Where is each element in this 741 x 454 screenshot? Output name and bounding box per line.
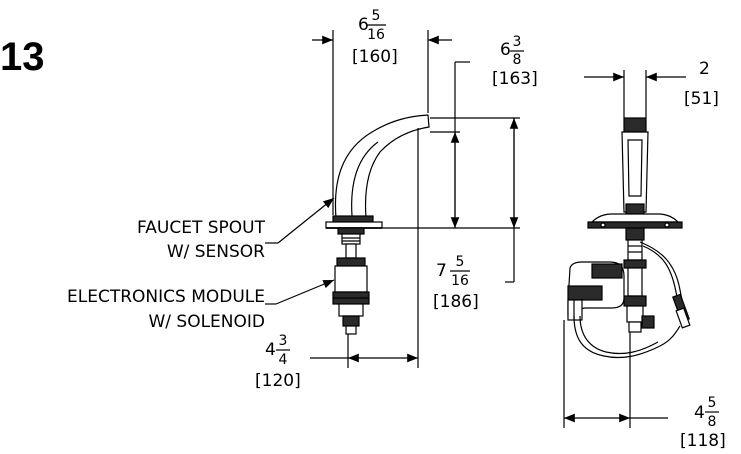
side-view: 6 5 16 [160] 6 3 8 [163] 7 <box>67 8 538 391</box>
dimension-module-offset: 4 3 4 [120] <box>255 128 419 391</box>
front-view: 2 [51] 4 5 8 [118] <box>563 59 726 451</box>
electronics-module <box>332 257 370 335</box>
module-depth-den: 8 <box>708 414 717 430</box>
module-offset-den: 4 <box>279 352 288 368</box>
module-depth-metric: [118] <box>680 431 726 451</box>
spout-reach-num: 5 <box>372 8 381 24</box>
callout-module-line2: W/ SOLENOID <box>148 312 265 332</box>
front-sensor-cable <box>573 241 691 359</box>
module-offset-whole: 4 <box>265 340 276 360</box>
dimension-module-depth: 4 5 8 [118] <box>563 320 726 451</box>
spout-height-metric: [163] <box>492 69 538 89</box>
front-electronics-box <box>567 261 625 321</box>
spout-reach-metric: [160] <box>352 47 398 67</box>
figure-number: 13 <box>0 35 45 79</box>
spout-height-num: 3 <box>513 34 522 50</box>
front-valve-assembly <box>623 227 655 333</box>
deck-height-metric: [186] <box>433 292 479 312</box>
callout-spout-line2: W/ SENSOR <box>167 242 265 262</box>
callout-leaders <box>265 197 335 305</box>
dimension-spout-width: 2 [51] <box>584 59 719 118</box>
deck-height-num: 5 <box>456 254 465 270</box>
callout-spout-line1: FAUCET SPOUT <box>137 218 266 238</box>
deck-height-whole: 7 <box>436 261 447 281</box>
front-spout <box>587 117 683 229</box>
spout-reach-whole: 6 <box>358 15 369 35</box>
deck-height-den: 16 <box>451 273 469 289</box>
module-depth-num: 5 <box>708 395 717 411</box>
spout-height-whole: 6 <box>500 40 511 60</box>
module-offset-num: 3 <box>279 333 288 349</box>
spout-reach-den: 16 <box>367 27 385 43</box>
spout-shank <box>337 227 365 259</box>
dimension-spout-reach: 6 5 16 [160] <box>312 8 452 215</box>
spout-width-metric: [51] <box>684 89 719 109</box>
spout-body <box>325 114 430 229</box>
dimension-spout-height: 6 3 8 [163] <box>430 34 538 228</box>
callout-module-line1: ELECTRONICS MODULE <box>67 287 265 307</box>
spout-height-den: 8 <box>513 52 522 68</box>
module-offset-metric: [120] <box>255 371 301 391</box>
spout-width-value: 2 <box>699 59 710 79</box>
module-depth-whole: 4 <box>694 403 705 423</box>
dimension-deck-height: 7 5 16 [186] <box>382 117 520 312</box>
